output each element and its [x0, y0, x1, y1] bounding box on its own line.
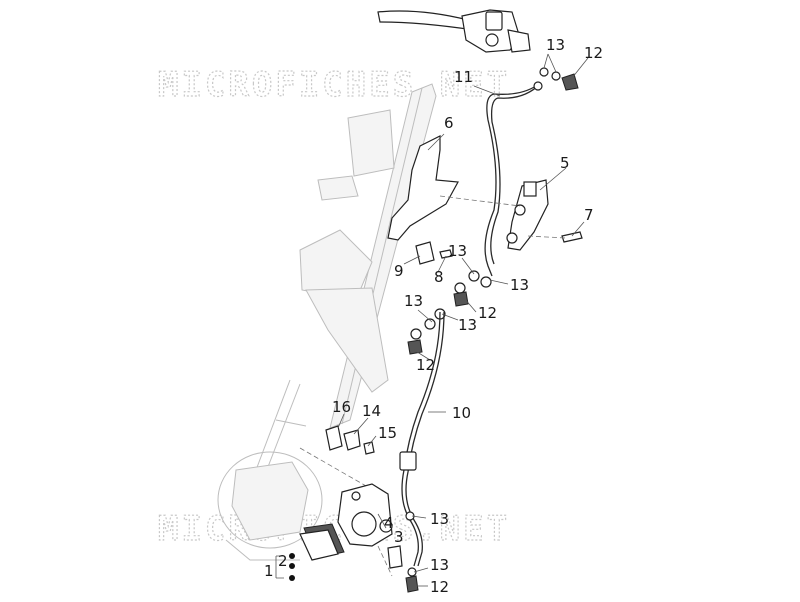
clip-14: [343, 429, 361, 451]
callout-1: 1: [264, 562, 274, 580]
hose-sleeve: [399, 451, 417, 471]
callout-12-bottom: 12: [430, 578, 449, 596]
kit-bracket: [275, 553, 295, 581]
callout-9: 9: [394, 262, 404, 280]
clip-16: [325, 425, 343, 451]
screw-8: [439, 249, 453, 259]
leader-lines: [337, 53, 589, 587]
callout-5: 5: [560, 154, 570, 172]
callout-8: 8: [434, 268, 444, 286]
callout-15: 15: [378, 424, 397, 442]
callout-3: 3: [394, 528, 404, 546]
clip-9: [415, 241, 435, 265]
callout-12-top: 12: [584, 44, 603, 62]
callout-13-center: 13: [448, 242, 467, 260]
callout-10: 10: [452, 404, 471, 422]
bolt-3: [387, 545, 403, 569]
callout-2: 2: [278, 552, 288, 570]
banjo-bolt-12-top: [561, 73, 579, 91]
brake-hose-11: [484, 85, 537, 277]
callout-labels: 1 2 3 4 5 6 7 8 9 10 11 12 12 12 12 13 1…: [264, 36, 603, 596]
washer-13-top: [539, 67, 549, 77]
bolt-12-mid: [453, 291, 469, 307]
wheel-hub-ghost: [217, 451, 323, 561]
banjo-fitting: [533, 81, 543, 91]
callout-12-left: 12: [416, 356, 435, 374]
callout-13-mid: 13: [458, 316, 477, 334]
bolt-12-bottom: [405, 575, 419, 593]
callout-13-top: 13: [546, 36, 565, 54]
brake-lever-master-cylinder: [377, 9, 531, 53]
brake-caliper-4: [337, 483, 393, 547]
bolt-7: [561, 231, 583, 243]
callout-13-right: 13: [510, 276, 529, 294]
steering-column-ghost: [255, 83, 437, 473]
callout-6: 6: [444, 114, 454, 132]
kit-dot: [289, 553, 295, 559]
callout-13-caliper: 13: [430, 510, 449, 528]
washer-13-mid: [468, 270, 480, 282]
bracket-6: [387, 135, 459, 241]
callout-11: 11: [454, 68, 473, 86]
callout-4: 4: [384, 514, 394, 532]
callout-14: 14: [362, 402, 381, 420]
callout-13-bottom: 13: [430, 556, 449, 574]
brake-distributor-5: [506, 179, 549, 251]
callout-7: 7: [584, 206, 594, 224]
callout-13-left: 13: [404, 292, 423, 310]
assembly-line: [439, 195, 521, 207]
callout-12-mid: 12: [478, 304, 497, 322]
screw-15: [363, 441, 375, 455]
watermark-top: MICROFICHES.NET: [158, 65, 510, 105]
callout-16: 16: [332, 398, 351, 416]
washer-13-top-b: [551, 71, 561, 81]
